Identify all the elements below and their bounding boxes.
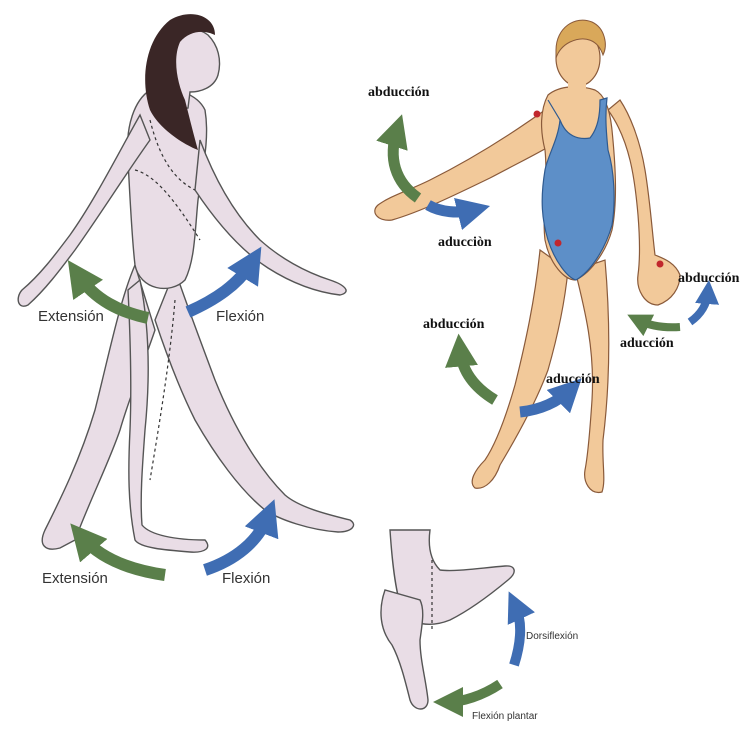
hip-flexion-arrow <box>188 262 252 312</box>
wrist-abduction-arrow <box>690 292 708 322</box>
plantar-flexion-label: Flexión plantar <box>472 712 538 722</box>
shoulder-joint-marker <box>534 111 541 118</box>
standing-figure-hanging-arm <box>608 100 680 305</box>
dorsiflexion-label: Dorsiflexión <box>526 632 578 642</box>
knee-flexion-arrow <box>205 516 268 570</box>
hip-abduction-arrow <box>460 350 495 400</box>
knee-extension-label: Extensión <box>42 571 108 586</box>
wrist-adduction-arrow <box>638 320 680 327</box>
shoulder-adduction-label: aducciòn <box>438 236 492 250</box>
hip-abduction-label: abducción <box>423 318 484 332</box>
dorsiflexion-arrow <box>514 605 520 665</box>
wrist-joint-marker <box>657 261 664 268</box>
knee-flexion-label: Flexión <box>222 571 270 586</box>
hip-adduction-label: aducción <box>546 373 600 387</box>
walking-figure <box>18 14 353 552</box>
hip-flexion-label: Flexión <box>216 309 264 324</box>
walking-figure-front-arm <box>195 140 346 295</box>
standing-figure-raised-arm <box>375 110 560 220</box>
foot-plantarflexed <box>381 590 428 709</box>
standing-figure-left-leg <box>472 250 568 488</box>
wrist-abduction-label: abducción <box>678 272 739 286</box>
plantar-flexion-arrow <box>448 684 500 702</box>
shoulder-abduction-label: abducción <box>368 86 429 100</box>
wrist-adduction-label: aducción <box>620 337 674 351</box>
hip-extension-label: Extensión <box>38 309 104 324</box>
shoulder-adduction-arrow <box>428 205 474 212</box>
hip-joint-marker <box>555 240 562 247</box>
